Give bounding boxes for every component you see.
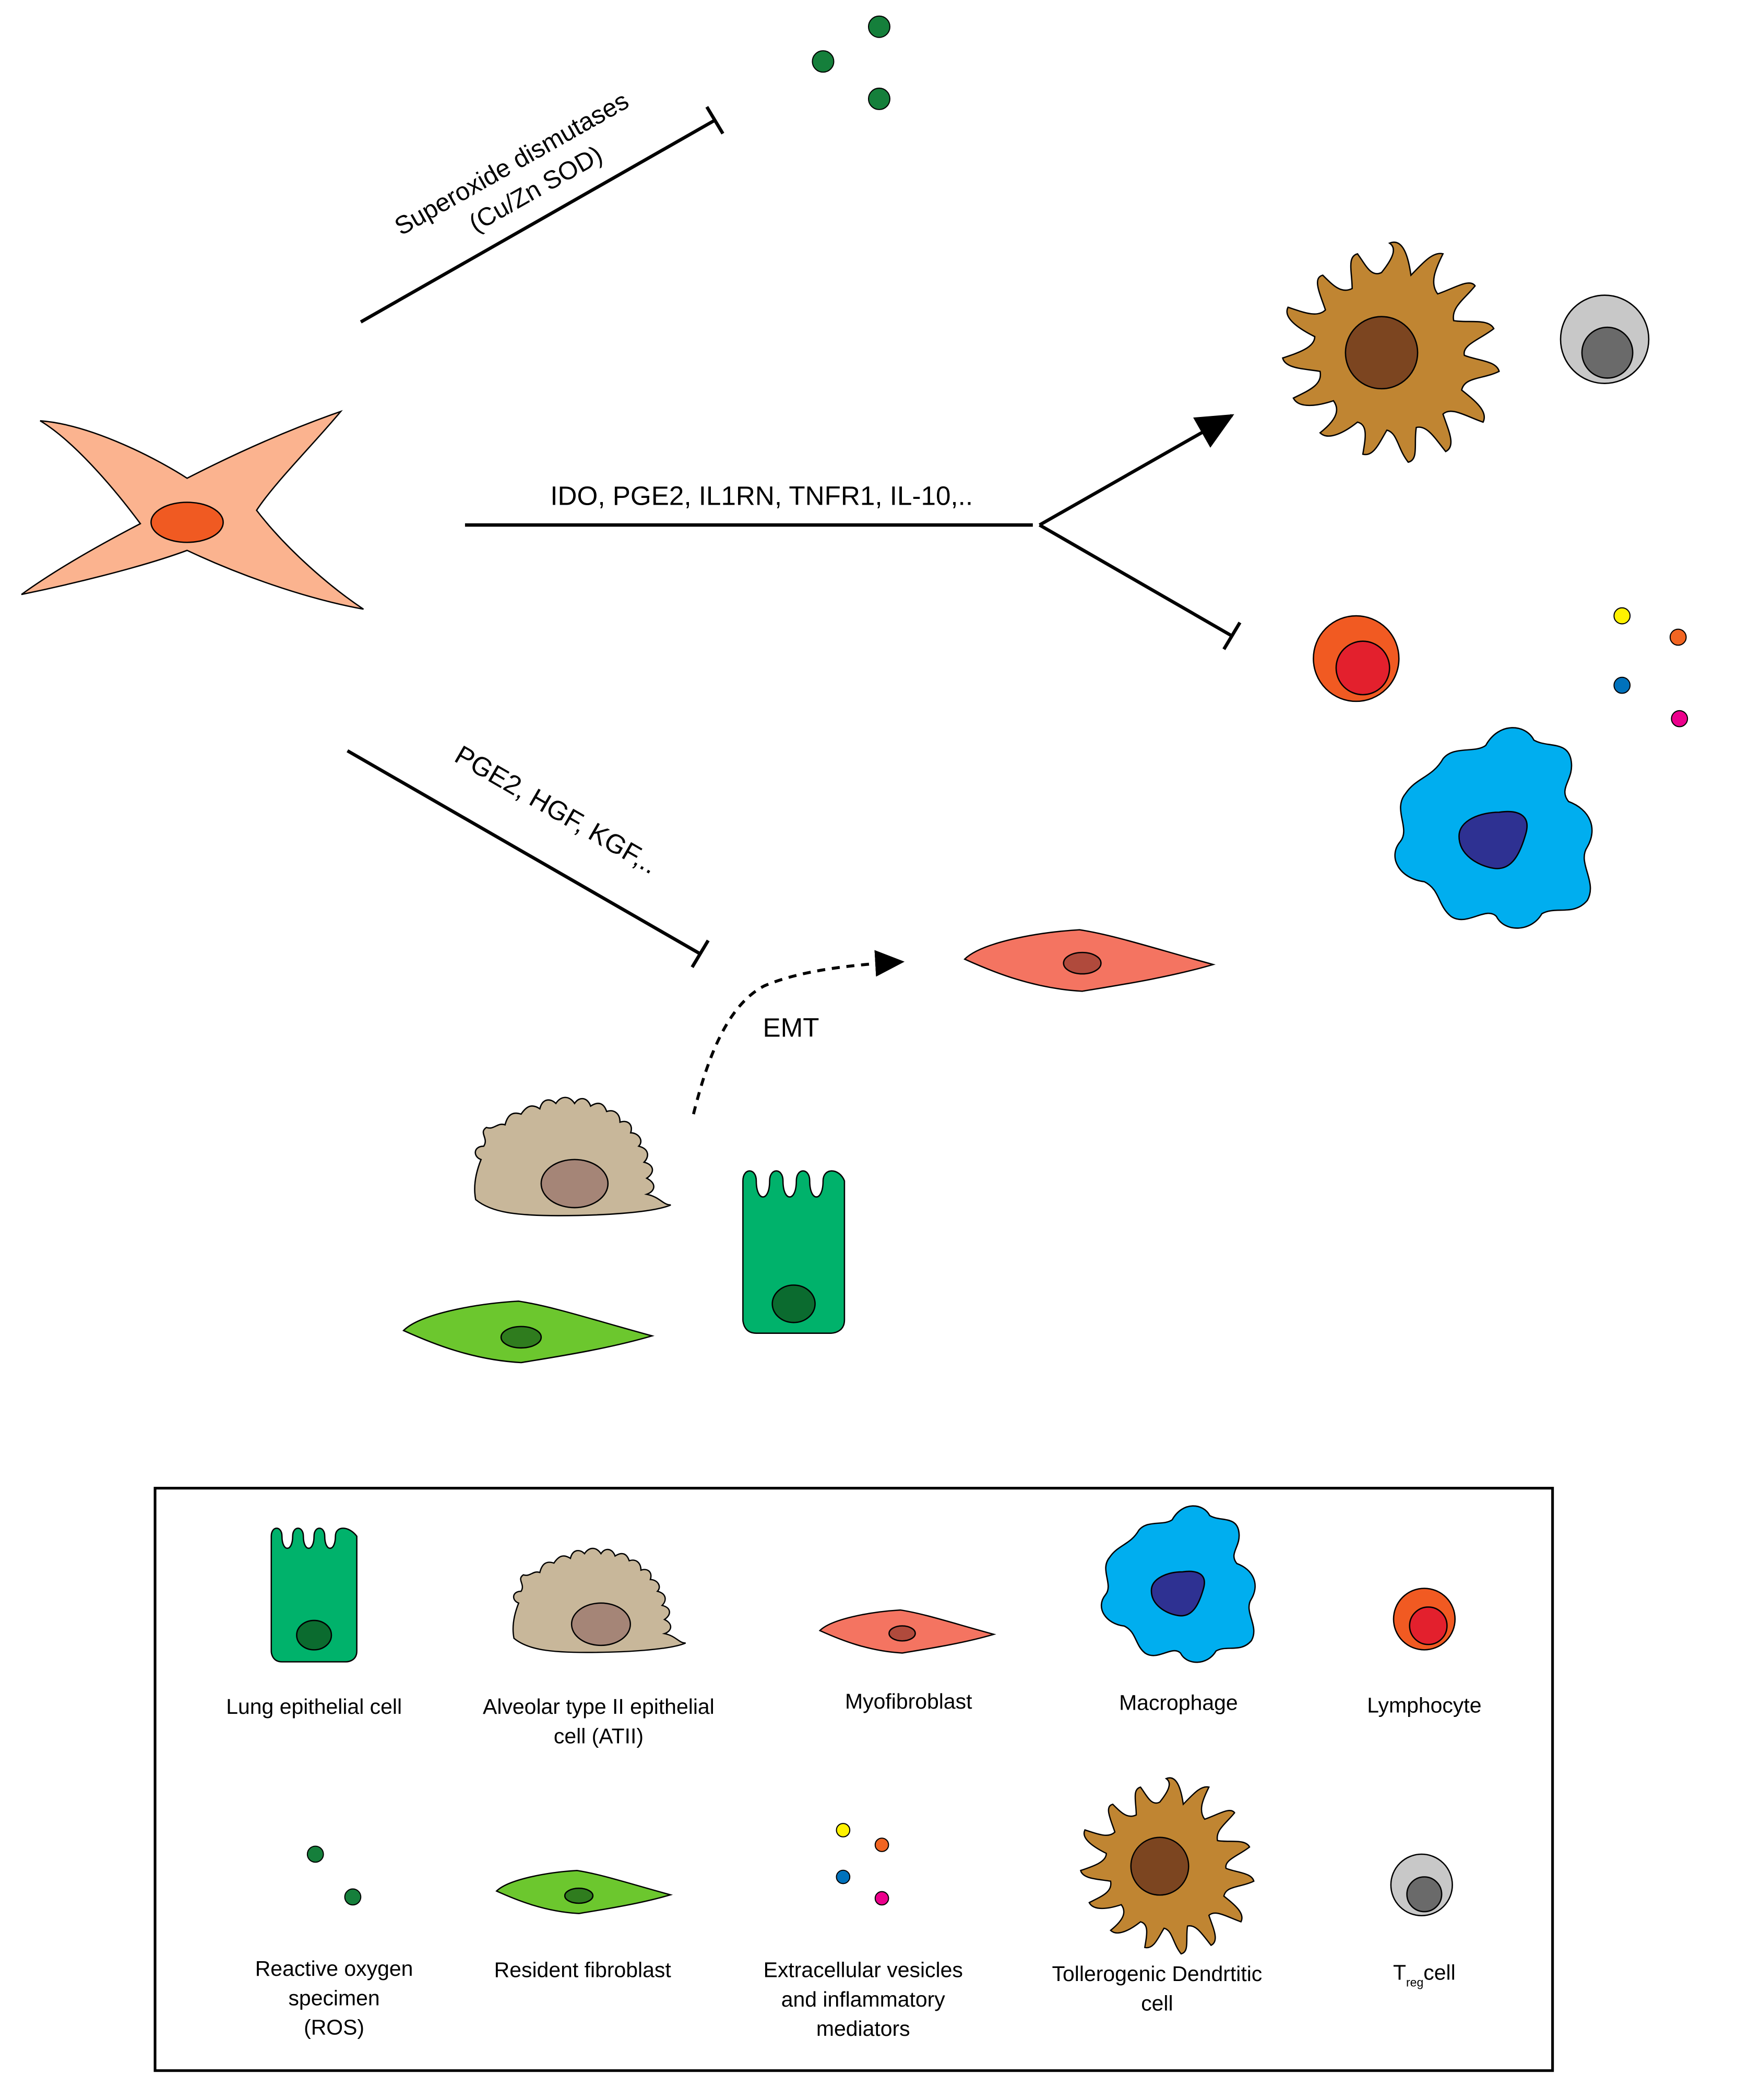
legend-dc-label-2: cell bbox=[1141, 1991, 1173, 2015]
legend-myofibroblast-label: Myofibroblast bbox=[845, 1689, 972, 1713]
legend-ros-dot bbox=[344, 1888, 362, 1906]
legend-mediator-orange bbox=[874, 1837, 889, 1852]
legend-mediator-blue bbox=[836, 1869, 851, 1884]
legend-atii-nucleus bbox=[570, 1602, 631, 1646]
antifibrotic-line bbox=[347, 749, 701, 956]
legend-epithelial-body bbox=[270, 1528, 358, 1663]
legend-ros-label-3: (ROS) bbox=[304, 2015, 364, 2039]
treg-nucleus bbox=[1581, 326, 1634, 379]
legend-ros-icon bbox=[306, 1845, 362, 1906]
ros-dot bbox=[867, 87, 890, 110]
legend-atii-label-2: cell (ATII) bbox=[554, 1724, 644, 1748]
msc-nucleus bbox=[150, 502, 224, 543]
immuno-pathway: IDO, PGE2, IL1RN, TNFR1, IL-10,.. bbox=[465, 414, 1242, 650]
immuno-inhibit-down bbox=[1039, 523, 1233, 638]
legend-mediators-label-1: Extracellular vesicles bbox=[764, 1958, 963, 1982]
dendritic-cell bbox=[1282, 241, 1500, 463]
legend-lymphocyte-icon bbox=[1393, 1588, 1456, 1651]
legend-lymphocyte-nucleus bbox=[1409, 1606, 1448, 1645]
mediator-dot-blue bbox=[1613, 676, 1631, 694]
immuno-arrow-up bbox=[1039, 414, 1234, 527]
fibroblast-cell bbox=[402, 1300, 655, 1364]
legend-atii-label-1: Alveolar type II epithelial bbox=[483, 1695, 715, 1719]
legend-treg-rest: cell bbox=[1423, 1961, 1455, 1985]
legend-treg-sub: reg bbox=[1406, 1975, 1423, 1989]
legend-frame bbox=[153, 1487, 1554, 2072]
lymphocyte-nucleus bbox=[1335, 640, 1390, 696]
legend-ros-label-1: Reactive oxygen bbox=[255, 1956, 413, 1980]
emt-label: EMT bbox=[763, 1012, 819, 1042]
legend-myofibroblast-icon bbox=[818, 1609, 996, 1654]
legend-macrophage-nucleus bbox=[1150, 1570, 1205, 1617]
ros-dot bbox=[867, 15, 890, 38]
legend-treg-T: T bbox=[1393, 1961, 1406, 1985]
legend-epithelial-icon bbox=[270, 1528, 358, 1663]
epithelial-nucleus bbox=[771, 1284, 816, 1323]
legend-fibroblast-icon bbox=[495, 1869, 673, 1914]
legend-lymphocyte-label: Lymphocyte bbox=[1367, 1693, 1481, 1717]
immuno-label: IDO, PGE2, IL1RN, TNFR1, IL-10,.. bbox=[550, 481, 973, 511]
legend-mediators-icon bbox=[836, 1823, 889, 1906]
legend-myofibroblast-nucleus bbox=[888, 1625, 916, 1642]
legend-epithelial-label: Lung epithelial cell bbox=[226, 1695, 402, 1719]
legend-macrophage-icon bbox=[1100, 1505, 1256, 1663]
mediator-dot-pink bbox=[1671, 710, 1688, 727]
atii-cell bbox=[474, 1096, 671, 1216]
ros-cluster bbox=[812, 15, 890, 110]
macrophage-cell bbox=[1394, 727, 1593, 929]
atii-nucleus bbox=[540, 1159, 609, 1209]
legend-fibroblast-nucleus bbox=[564, 1888, 594, 1904]
legend-macrophage-label: Macrophage bbox=[1119, 1691, 1238, 1715]
legend-atii-body bbox=[512, 1547, 686, 1653]
sod-line bbox=[360, 118, 716, 324]
mediator-dot-orange bbox=[1669, 628, 1687, 646]
sod-inhibition: Superoxide dismutases (Cu/Zn SOD) bbox=[360, 87, 724, 324]
legend-dc-icon bbox=[1080, 1777, 1255, 1955]
ros-dot bbox=[812, 50, 835, 73]
legend-atii-icon bbox=[512, 1547, 686, 1653]
legend-fibroblast-label: Resident fibroblast bbox=[494, 1958, 672, 1982]
sod-line-bar bbox=[705, 106, 724, 135]
legend-dc-label-1: Tollerogenic Dendrtitic bbox=[1052, 1962, 1263, 1986]
macrophage-nucleus bbox=[1458, 810, 1528, 869]
legend-mediators-label-2: and inflammatory bbox=[781, 1987, 946, 2011]
legend-epithelial-nucleus bbox=[296, 1619, 332, 1651]
fibroblast-nucleus bbox=[500, 1326, 542, 1349]
emt-transition: EMT bbox=[692, 950, 905, 1115]
antifibrotic-label: PGE2, HGF, KGF,.. bbox=[450, 739, 663, 879]
msc-cell bbox=[21, 410, 364, 610]
legend-ros-label-2: specimen bbox=[288, 1986, 379, 2010]
lymphocyte-cell bbox=[1313, 615, 1400, 702]
mediators-cluster bbox=[1613, 607, 1688, 727]
mediator-dot-yellow bbox=[1613, 607, 1631, 625]
antifibrotic-inhibition: PGE2, HGF, KGF,.. bbox=[347, 739, 710, 968]
atii-body bbox=[474, 1096, 671, 1216]
legend-dc-nucleus bbox=[1130, 1836, 1189, 1896]
epithelial-cell bbox=[742, 1170, 846, 1334]
immuno-inhibit-bar bbox=[1222, 622, 1242, 650]
antifibrotic-bar bbox=[691, 939, 710, 968]
legend: Lung epithelial cell Alveolar type II ep… bbox=[153, 1487, 1554, 2072]
myofibroblast-nucleus bbox=[1063, 951, 1102, 975]
legend-ros-dot bbox=[306, 1845, 324, 1863]
legend-treg-label: Tregcell bbox=[1393, 1961, 1456, 1989]
epithelial-body bbox=[742, 1170, 846, 1334]
dc-nucleus bbox=[1345, 316, 1419, 390]
myofibroblast-cell bbox=[963, 929, 1216, 992]
legend-mediator-yellow bbox=[836, 1823, 851, 1837]
emt-arrow bbox=[692, 950, 905, 1115]
legend-mediators-label-3: mediators bbox=[816, 2017, 910, 2041]
legend-treg-icon bbox=[1390, 1853, 1453, 1917]
legend-treg-nucleus bbox=[1406, 1876, 1443, 1913]
treg-cell bbox=[1560, 294, 1650, 384]
legend-mediator-pink bbox=[874, 1891, 889, 1906]
